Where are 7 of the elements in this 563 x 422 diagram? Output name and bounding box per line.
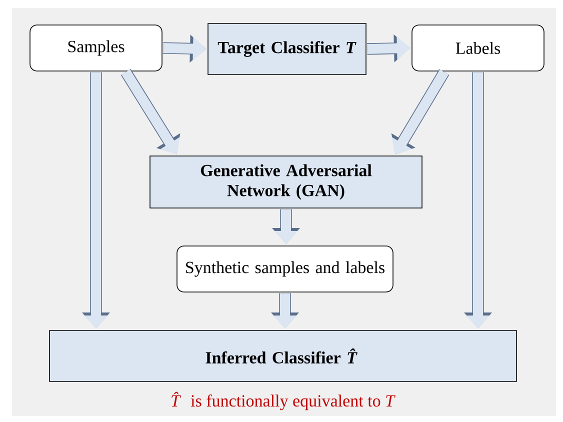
process-box: Generative Adversarial Network (GAN) bbox=[150, 156, 422, 208]
rounded-box: Synthetic samples and labels bbox=[176, 246, 394, 292]
process-box: Inferred Classifier T̂ bbox=[49, 330, 517, 382]
rounded-box: Labels bbox=[412, 24, 544, 72]
rounded-box: Samples bbox=[30, 24, 162, 72]
caption: T̂ is functionally equivalent to T bbox=[172, 392, 396, 410]
process-box: Target Classifier T bbox=[208, 23, 366, 75]
